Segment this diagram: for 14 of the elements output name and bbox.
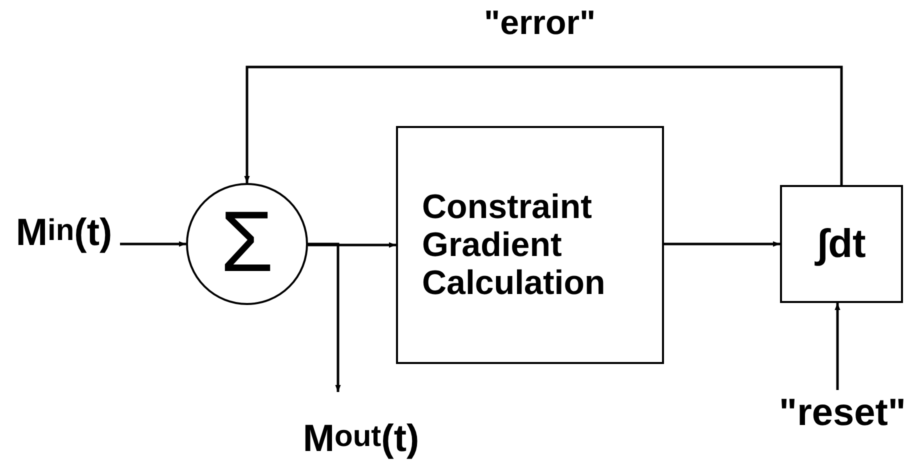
arrow bbox=[120, 241, 186, 247]
sigma-symbol: Σ bbox=[220, 199, 274, 285]
arrow bbox=[834, 303, 840, 390]
integrator-box bbox=[780, 185, 903, 303]
arrow bbox=[664, 241, 780, 247]
signal-label: "reset" bbox=[772, 390, 913, 432]
arrow bbox=[244, 66, 843, 185]
arrow bbox=[308, 242, 341, 392]
process-box bbox=[396, 126, 664, 364]
signal-label: M$^{out}$(t) bbox=[306, 392, 416, 458]
signal-label: M$^{in}$(t) bbox=[8, 176, 120, 252]
arrow bbox=[308, 242, 396, 248]
box-label: Constraint Gradient Calculation bbox=[421, 188, 606, 302]
integral-label: ∫dt bbox=[817, 224, 866, 264]
